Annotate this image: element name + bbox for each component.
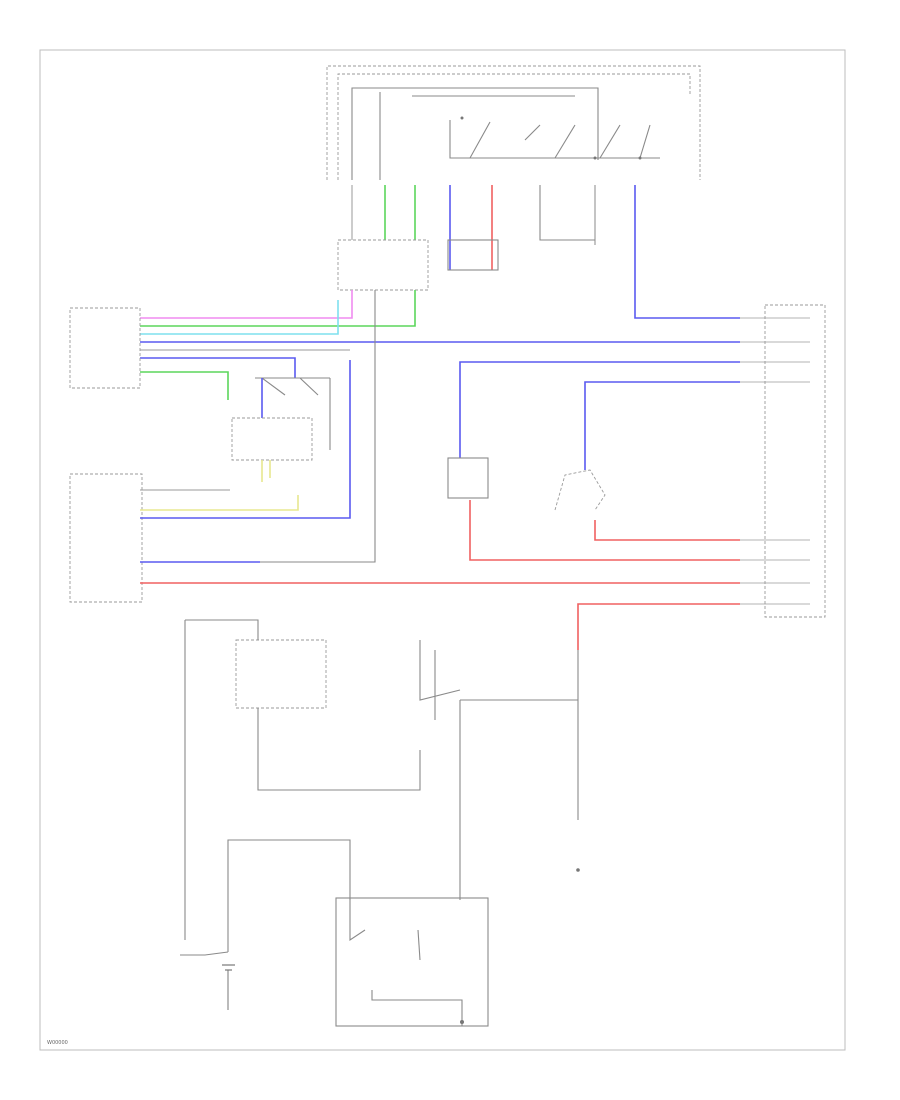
power-distribution-box	[447, 239, 499, 271]
wire-lower-loop	[185, 619, 259, 630]
starter-motor	[335, 897, 489, 1027]
wire-blue-short	[140, 357, 296, 378]
wire-vert-black-1	[539, 185, 595, 241]
wire-yellow	[140, 495, 299, 511]
wire-red-right-3	[577, 603, 740, 650]
connector-left-top	[69, 307, 141, 389]
battery-cable	[180, 839, 351, 956]
wire-blue-right-3	[584, 381, 740, 470]
wire-red-right-1	[469, 500, 740, 561]
ecm-connector	[69, 473, 143, 603]
battery-icon	[222, 964, 235, 1010]
wire-pink	[140, 290, 353, 319]
page-code: W00000	[47, 1040, 68, 1046]
connector-right	[764, 304, 826, 618]
wire-green-2	[140, 371, 229, 400]
ignition-switch	[419, 640, 461, 900]
relay-cluster	[231, 377, 331, 482]
starter-relay	[460, 650, 579, 760]
wire-blue-right-2	[459, 361, 740, 458]
transmission-range-switch	[554, 469, 606, 511]
wire-blue-ecm	[140, 360, 351, 519]
wire-lower-left	[257, 630, 421, 791]
wire-green-1	[140, 290, 416, 327]
relay-box-center	[337, 239, 429, 291]
wire-blue-right-1	[634, 185, 740, 319]
wire-gray-ecm-2	[260, 290, 376, 563]
under-hood-fuse-box	[326, 65, 701, 180]
wire-red-right-2	[594, 520, 740, 541]
wire-light-blue	[140, 300, 339, 335]
fuse-box-lower	[235, 639, 327, 709]
diagram-frame	[39, 49, 846, 1051]
clutch-switch	[447, 457, 489, 499]
